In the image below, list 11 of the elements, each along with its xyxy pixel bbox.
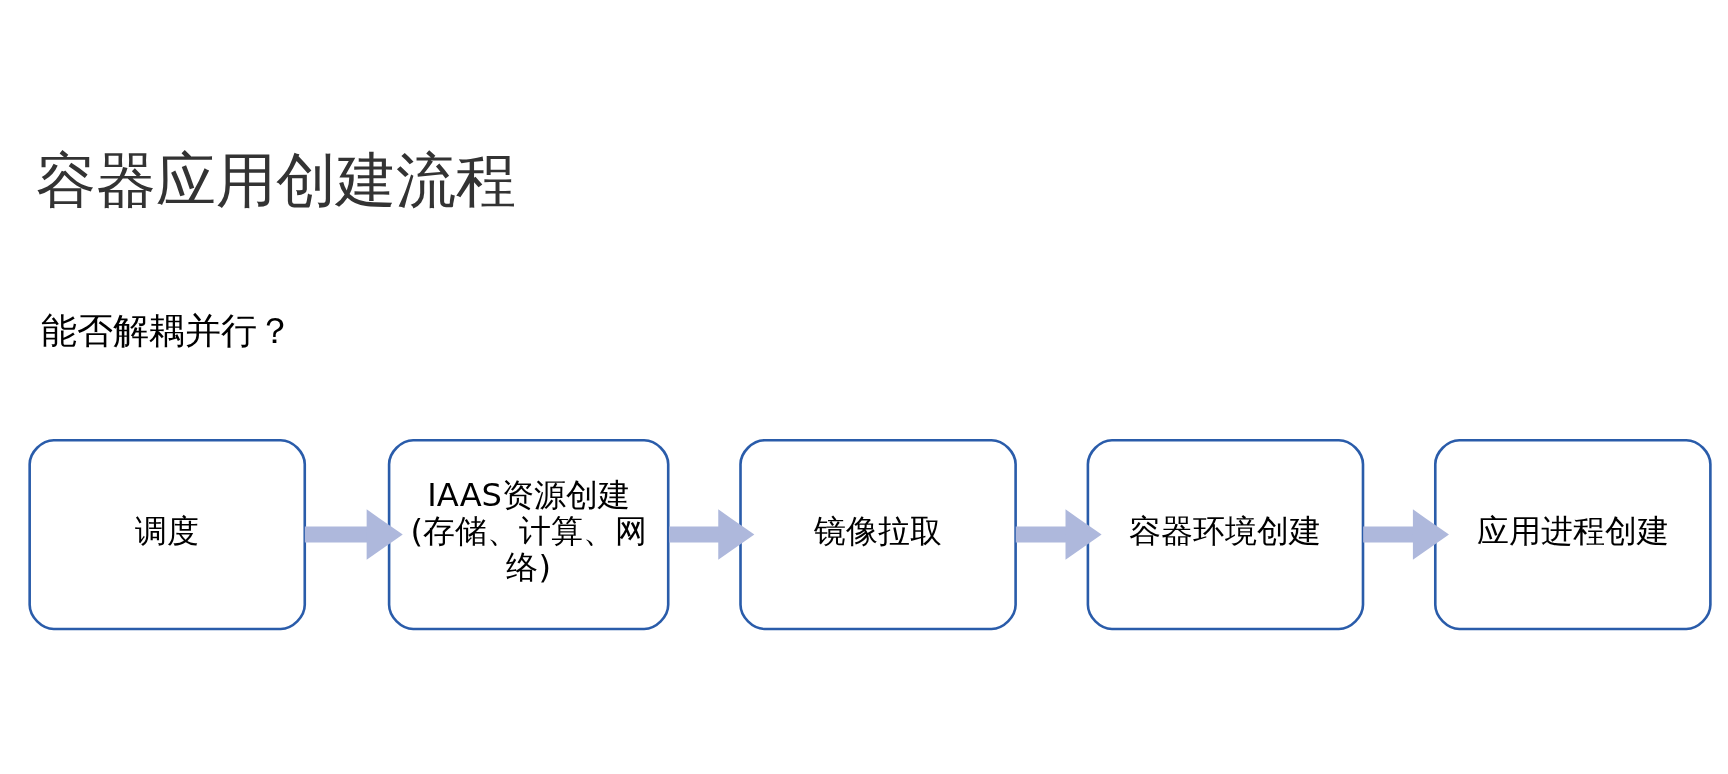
node-box: 镜像拉取	[739, 438, 1017, 631]
arrow	[1015, 509, 1102, 560]
arrow	[304, 509, 403, 560]
diagram-title: 容器应用创建流程	[35, 145, 516, 216]
node-box: 应用进程创建	[1434, 438, 1712, 631]
arrow	[1363, 509, 1449, 560]
label: 能否解耦并行？	[41, 308, 294, 352]
arrow	[669, 509, 755, 560]
node-box: IAAS资源创建(存储、计算、网络)	[387, 438, 670, 631]
node-box: 容器环境创建	[1086, 438, 1365, 631]
node-box: 调度	[28, 438, 307, 631]
